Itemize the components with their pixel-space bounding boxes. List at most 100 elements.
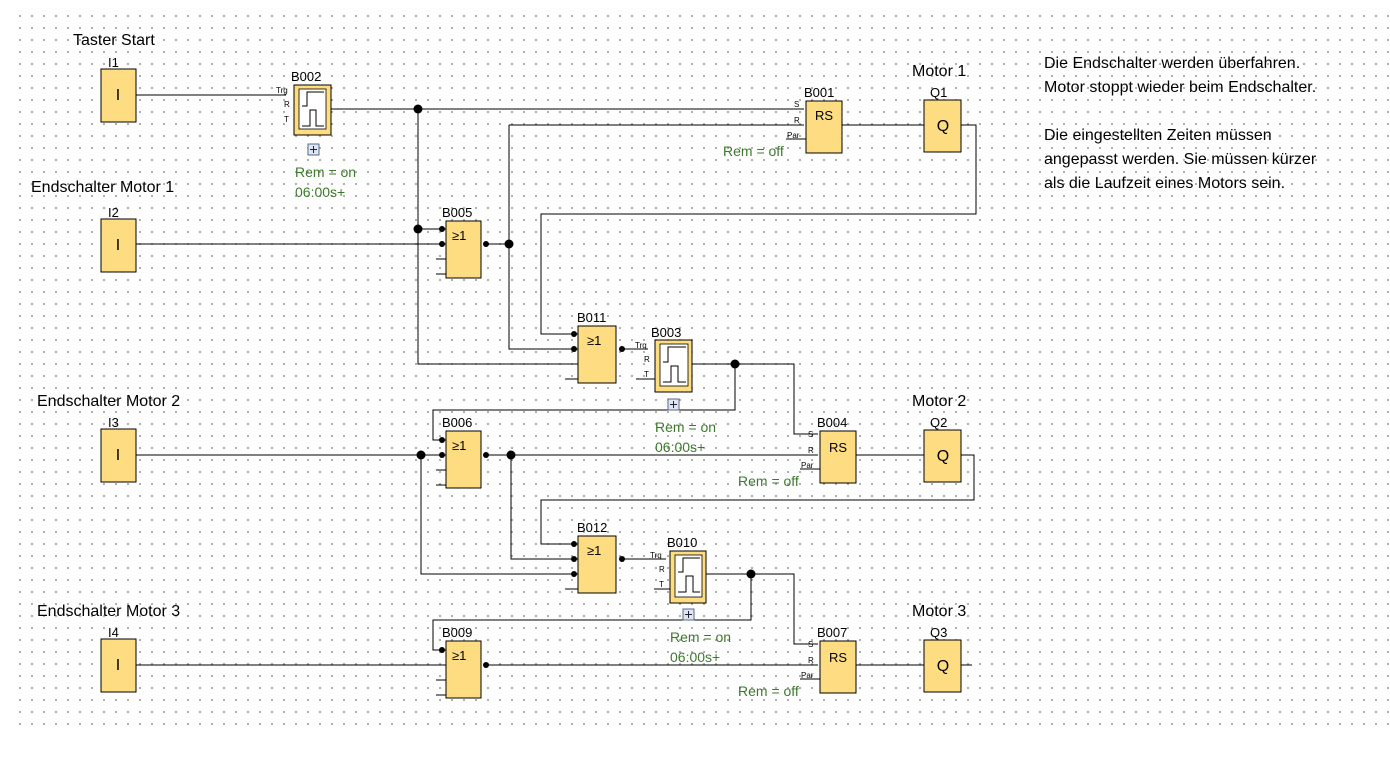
note-line: als die Laufzeit eines Motors sein. [1044, 175, 1286, 192]
description-note: Die Endschalter werden überfahren. Motor… [1044, 52, 1384, 196]
time-setting: 06:00s+ [655, 439, 705, 455]
junction-node [746, 569, 756, 579]
or-glyph: ≥1 [587, 543, 601, 558]
pin-r-label: R [659, 565, 665, 574]
label-taster-start: Taster Start [73, 32, 155, 49]
input-pin-dot [571, 331, 577, 337]
timer-block-b010[interactable]: B010 Trg R T Rem = on 06:00s+ [650, 535, 731, 665]
input-block-i2[interactable]: I2 I [100, 205, 137, 273]
input-pin-dot [439, 452, 445, 458]
label-motor-2: Motor 2 [912, 393, 966, 410]
label-motor-1: Motor 1 [912, 63, 966, 80]
note-line: Die Endschalter werden überfahren. [1044, 55, 1301, 72]
block-id: Q2 [930, 415, 947, 430]
input-pin-dot [439, 241, 445, 247]
rs-glyph: RS [829, 440, 847, 455]
or-glyph: ≥1 [452, 228, 466, 243]
input-block-i1[interactable]: I1 I [100, 55, 137, 123]
input-pin-dot [439, 437, 445, 443]
pin-r-label: R [644, 355, 650, 364]
input-block-i4[interactable]: I4 I [100, 625, 137, 693]
output-pin-dot [619, 346, 625, 352]
rs-block-b004[interactable]: B004 RS S R Par Rem = off [738, 415, 857, 489]
input-pin-dot [571, 556, 577, 562]
junction-node [730, 359, 740, 369]
plus-box-icon[interactable] [682, 608, 695, 621]
timer-block-b002[interactable]: B002 Trg R T Rem = on 06:00s+ [276, 69, 356, 200]
block-id: B012 [577, 520, 607, 535]
input-pin-dot [571, 541, 577, 547]
rs-block-b001[interactable]: B001 RS S R Par Rem = off [723, 85, 843, 159]
pin-par-label: Par [787, 131, 800, 140]
grid-background [14, 10, 1390, 730]
wires [136, 94, 977, 696]
block-id: I1 [108, 55, 119, 70]
rem-setting: Rem = on [670, 629, 731, 645]
or-block-b005[interactable]: B005 ≥1 [442, 205, 482, 279]
or-block-b006[interactable]: B006 ≥1 [442, 415, 482, 489]
block-id: B004 [817, 415, 847, 430]
label-endschalter-motor-1: Endschalter Motor 1 [31, 179, 174, 196]
output-glyph: Q [937, 658, 949, 675]
output-pin-dot [483, 241, 489, 247]
pin-s-label: S [808, 430, 813, 439]
label-endschalter-motor-3: Endschalter Motor 3 [37, 603, 180, 620]
pin-r-label: R [808, 656, 814, 665]
block-id: I4 [108, 625, 119, 640]
output-block-q3[interactable]: Q3 Q [923, 625, 962, 693]
or-glyph: ≥1 [587, 333, 601, 348]
pin-trg-label: Trg [650, 551, 662, 560]
input-pin-dot [571, 346, 577, 352]
pulse-timer-icon [659, 343, 689, 387]
rs-glyph: RS [829, 650, 847, 665]
pulse-timer-icon [674, 554, 703, 598]
input-glyph: I [116, 447, 120, 464]
block-id: B005 [442, 205, 472, 220]
output-block-q1[interactable]: Q1 Q [923, 85, 962, 153]
junction-nodes [413, 104, 756, 668]
rem-setting: Rem = off [738, 473, 799, 489]
timer-block-b003[interactable]: B003 Trg R T Rem = on 06:00s+ [635, 325, 716, 455]
rs-glyph: RS [815, 108, 833, 123]
block-id: B002 [291, 69, 321, 84]
or-block-b012[interactable]: B012 ≥1 [577, 520, 617, 594]
input-pin-dot [439, 226, 445, 232]
pin-r-label: R [284, 100, 290, 109]
note-line: Motor stoppt wieder beim Endschalter. [1044, 79, 1317, 96]
block-id: B011 [577, 310, 606, 325]
time-setting: 06:00s+ [670, 649, 720, 665]
output-glyph: Q [937, 448, 949, 465]
plus-box-icon[interactable] [307, 143, 320, 156]
junction-node [506, 450, 516, 460]
block-id: I2 [108, 205, 119, 220]
junction-node [413, 104, 423, 114]
junction-node [416, 450, 426, 460]
block-id: B001 [804, 85, 834, 100]
block-id: B007 [817, 625, 847, 640]
label-endschalter-motor-2: Endschalter Motor 2 [37, 393, 180, 410]
input-glyph: I [116, 237, 120, 254]
junction-node [504, 239, 514, 249]
plus-box-icon[interactable] [667, 398, 680, 411]
pin-t-label: T [644, 370, 649, 379]
output-pin-dot [483, 452, 489, 458]
input-block-i3[interactable]: I3 I [100, 415, 137, 483]
note-line: Die eingestellten Zeiten müssen [1044, 127, 1272, 144]
output-block-q2[interactable]: Q2 Q [923, 415, 962, 483]
or-glyph: ≥1 [452, 438, 466, 453]
pin-trg-label: Trg [276, 86, 288, 95]
pin-t-label: T [284, 115, 289, 124]
rem-setting: Rem = on [655, 419, 716, 435]
rem-setting: Rem = on [295, 164, 356, 180]
time-setting: 06:00s+ [295, 184, 345, 200]
or-block-b011[interactable]: B011 ≥1 [577, 310, 617, 384]
or-block-b009[interactable]: B009 ≥1 [442, 625, 482, 699]
rs-block-b007[interactable]: B007 RS S R Par Rem = off [738, 625, 857, 699]
block-id: Q1 [930, 85, 947, 100]
output-glyph: Q [937, 118, 949, 135]
input-pin-dot [571, 571, 577, 577]
block-id: B006 [442, 415, 472, 430]
pin-t-label: T [659, 580, 664, 589]
or-glyph: ≥1 [452, 648, 466, 663]
